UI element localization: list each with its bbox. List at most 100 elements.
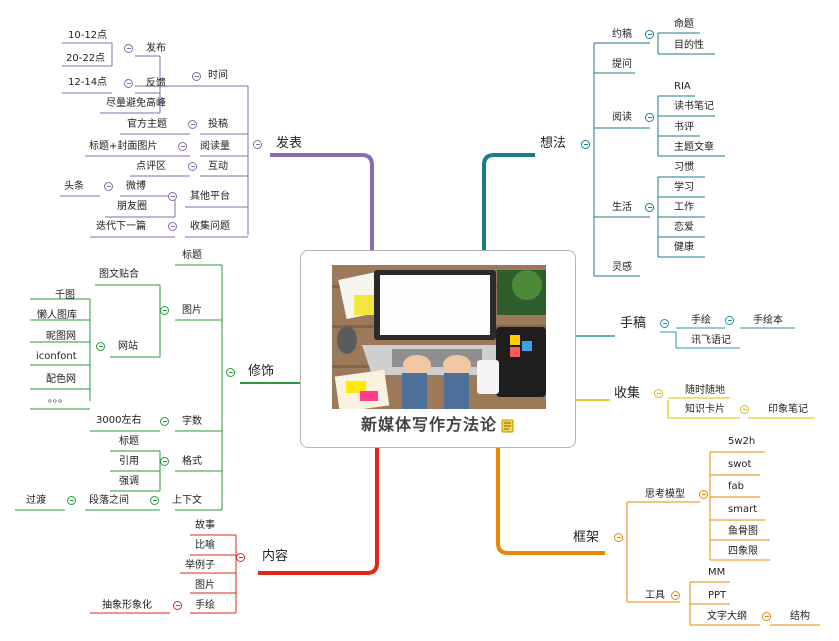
node-book-review[interactable]: 书评 [674,122,694,133]
node-title[interactable]: 标题 [182,250,202,261]
node-interact[interactable]: 互动 [208,161,228,172]
node-nipic[interactable]: 昵图网 [46,331,76,342]
collapse-toggle-tools[interactable] [671,591,680,600]
branch-framework[interactable]: 框架 [573,530,600,545]
collapse-toggle-read[interactable] [645,113,654,122]
node-study[interactable]: 学习 [674,182,694,193]
node-draft[interactable]: 约稿 [612,29,632,40]
branch-manuscript[interactable]: 手稿 [620,316,647,331]
node-story[interactable]: 故事 [195,520,215,531]
node-evernote[interactable]: 印象笔记 [768,404,808,415]
node-between-paragraphs[interactable]: 段落之间 [89,495,129,506]
node-ask[interactable]: 提问 [612,59,632,70]
node-submit[interactable]: 投稿 [208,119,228,130]
node-example[interactable]: 举例子 [185,560,215,571]
central-topic[interactable]: 新媒体写作方法论 [300,250,576,448]
node-qiantu[interactable]: 千图 [55,290,75,301]
node-time-20-22[interactable]: 20-22点 [66,53,106,64]
collapse-toggle-paragraph[interactable] [67,496,76,505]
node-fab[interactable]: fab [728,481,744,492]
collapse-toggle-hand-drawn[interactable] [173,601,182,610]
node-purpose[interactable]: 目的性 [674,40,704,51]
node-tools[interactable]: 工具 [645,590,665,601]
collapse-toggle-weibo[interactable] [104,182,113,191]
node-anytime[interactable]: 随时随地 [685,385,725,396]
node-context[interactable]: 上下文 [172,495,202,506]
collapse-toggle-interact[interactable] [188,162,197,171]
collapse-toggle-content[interactable] [236,553,245,562]
collapse-toggle-context[interactable] [150,496,159,505]
collapse-toggle-model[interactable] [699,490,708,499]
collapse-toggle-card[interactable] [740,405,749,414]
node-fishbone[interactable]: 鱼骨图 [728,526,758,537]
node-lazy-gallery[interactable]: 懒人图库 [37,310,77,321]
node-avoid-peak[interactable]: 尽量避免高峰 [106,98,166,109]
collapse-toggle-reads[interactable] [178,142,187,151]
node-time[interactable]: 时间 [208,70,228,81]
collapse-toggle-submit[interactable] [188,120,197,129]
branch-ideas[interactable]: 想法 [540,136,567,151]
node-iflytek-notes[interactable]: 讯飞语记 [691,335,731,346]
branch-content[interactable]: 内容 [262,549,289,564]
node-knowledge-card[interactable]: 知识卡片 [685,404,725,415]
node-picture[interactable]: 图片 [195,580,215,591]
collapse-toggle-hand-draw[interactable] [725,316,734,325]
node-5w2h[interactable]: 5w2h [728,436,756,447]
node-iconfont[interactable]: iconfont [36,351,77,362]
node-collect-questions[interactable]: 收集问题 [190,221,230,232]
node-reading-notes[interactable]: 读书笔记 [674,101,714,112]
node-transition[interactable]: 过渡 [26,495,46,506]
node-life[interactable]: 生活 [612,202,632,213]
node-other-platforms[interactable]: 其他平台 [190,191,230,202]
node-mm[interactable]: MM [708,567,726,578]
node-format[interactable]: 格式 [182,456,202,467]
node-topic[interactable]: 命题 [674,19,694,30]
node-theme-article[interactable]: 主题文章 [674,142,714,153]
node-time-10-12[interactable]: 10-12点 [68,30,108,41]
node-toutiao[interactable]: 头条 [64,181,84,192]
collapse-toggle-outline[interactable] [762,612,771,621]
collapse-toggle-manuscript[interactable] [660,319,669,328]
node-moments[interactable]: 朋友圈 [117,201,147,212]
node-abstract[interactable]: 抽象形象化 [102,600,152,611]
node-image[interactable]: 图片 [182,305,202,316]
node-comment-area[interactable]: 点评区 [136,161,166,172]
node-health[interactable]: 健康 [674,242,694,253]
node-four-quadrant[interactable]: 四象限 [728,546,758,557]
branch-collect[interactable]: 收集 [614,386,641,401]
node-iterate[interactable]: 迭代下一篇 [96,221,146,232]
collapse-toggle-word-count[interactable] [160,417,169,426]
node-format-title[interactable]: 标题 [119,436,139,447]
collapse-toggle-publish[interactable] [253,140,262,149]
node-text-outline[interactable]: 文字大纲 [707,611,747,622]
node-metaphor[interactable]: 比喻 [195,540,215,551]
node-thinking-model[interactable]: 思考模型 [645,489,685,500]
node-love[interactable]: 恋爱 [674,222,694,233]
node-ellipsis[interactable]: 。。。 [48,394,68,405]
collapse-toggle-ideas[interactable] [581,140,590,149]
node-official-topic[interactable]: 官方主题 [127,119,167,130]
node-reads[interactable]: 阅读量 [200,141,230,152]
node-hand-drawn[interactable]: 手绘 [195,600,215,611]
node-quote[interactable]: 引用 [119,456,139,467]
node-time-12-14[interactable]: 12-14点 [68,77,108,88]
collapse-toggle-release[interactable] [124,44,133,53]
node-hand-draw[interactable]: 手绘 [691,315,711,326]
node-structure[interactable]: 结构 [790,611,810,622]
node-ria[interactable]: RIA [674,81,691,92]
collapse-toggle-draft[interactable] [645,30,654,39]
node-read[interactable]: 阅读 [612,112,632,123]
collapse-toggle-format[interactable] [160,457,169,466]
collapse-toggle-collect[interactable] [654,389,663,398]
node-release[interactable]: 发布 [146,43,166,54]
node-ppt[interactable]: PPT [708,590,727,601]
node-title-cover[interactable]: 标题+封面图片 [89,141,158,152]
node-about-3000[interactable]: 3000左右 [96,415,142,426]
node-emphasis[interactable]: 强调 [119,476,139,487]
collapse-toggle-website[interactable] [96,342,105,351]
collapse-toggle-feedback[interactable] [124,79,133,88]
node-smart[interactable]: smart [728,504,758,515]
collapse-toggle-time[interactable] [192,72,201,81]
node-website[interactable]: 网站 [118,341,138,352]
branch-decorate[interactable]: 修饰 [248,364,275,379]
